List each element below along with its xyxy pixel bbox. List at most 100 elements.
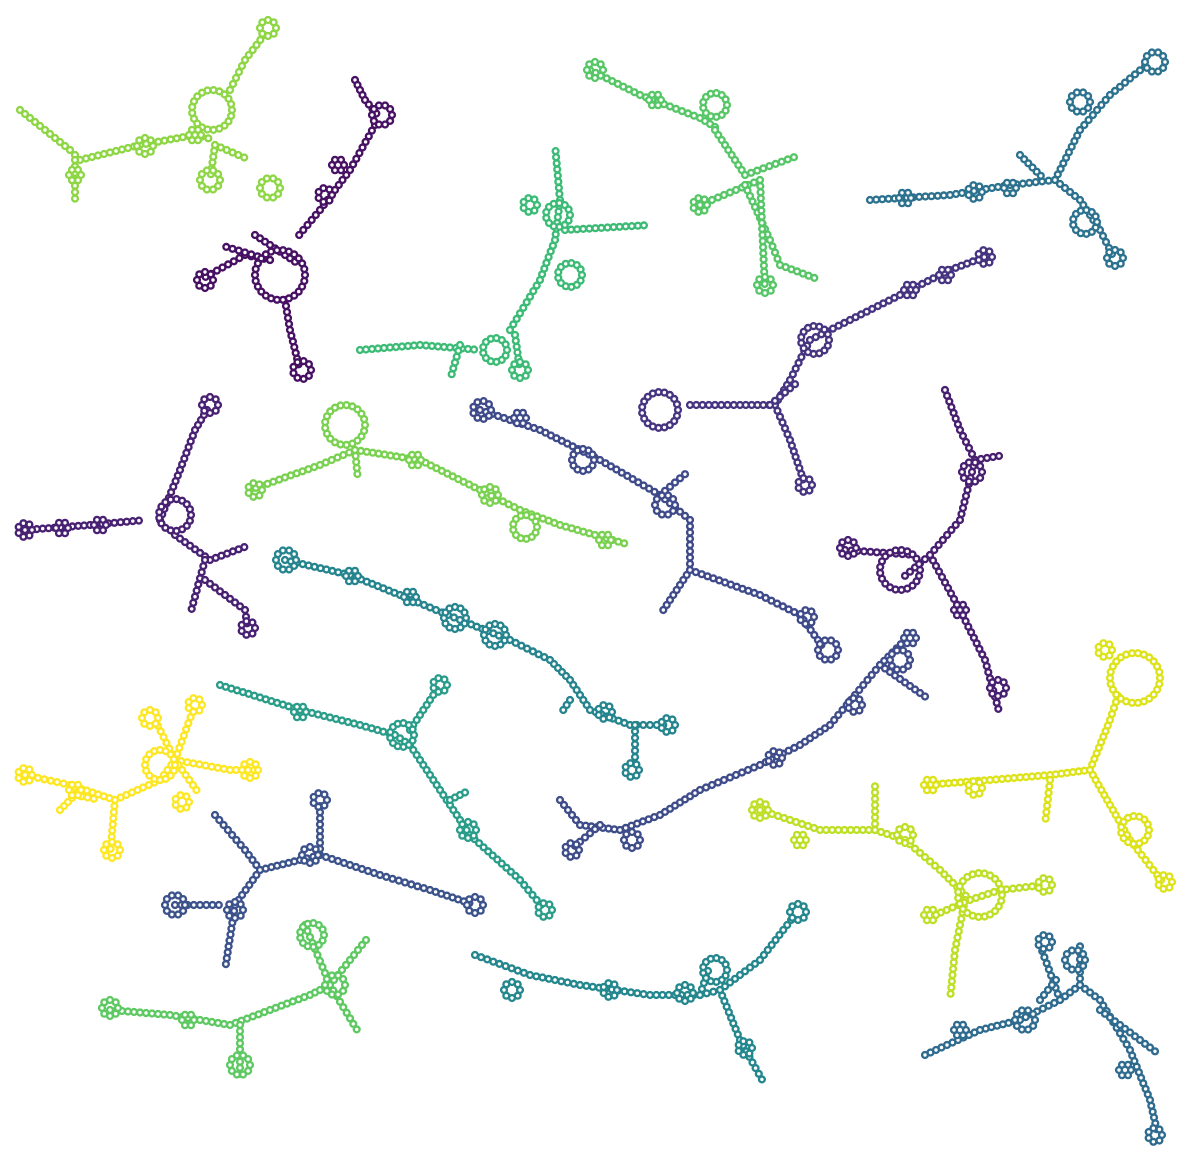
rna-structure-10-loop-nucleotide bbox=[914, 559, 924, 569]
rna-structure-2-loop-nucleotide bbox=[300, 264, 309, 274]
rna-structure-6-nucleotide bbox=[775, 392, 785, 401]
rna-structure-7-nucleotide bbox=[230, 598, 240, 607]
rna-structure-19-nucleotide bbox=[751, 1063, 760, 1073]
rna-structure-6-nucleotide bbox=[770, 396, 780, 405]
rna-structure-20-nucleotide bbox=[1060, 992, 1070, 1001]
rna-structure-20-nucleotide bbox=[1095, 1005, 1105, 1015]
rna-structure-7-nucleotide bbox=[180, 537, 190, 547]
rna-structure-2-loop-nucleotide bbox=[381, 120, 390, 129]
rna-structure-19-nucleotide bbox=[735, 970, 745, 980]
rna-structure-20-nucleotide bbox=[1120, 1024, 1130, 1033]
rna-structure-1-nucleotide bbox=[228, 79, 238, 89]
rna-structure-7-nucleotide bbox=[190, 545, 200, 554]
rna-structure-9-nucleotide bbox=[665, 482, 675, 491]
rna-structure-7-nucleotide bbox=[235, 602, 245, 611]
rna-structure-2-nucleotide bbox=[334, 180, 343, 190]
rna-structure-7-nucleotide bbox=[225, 594, 235, 603]
rna-structure-2-nucleotide bbox=[311, 210, 320, 220]
rna-structure-1-nucleotide bbox=[30, 117, 40, 127]
rna-structure-13-nucleotide bbox=[83, 793, 92, 802]
rna-structure-16-nucleotide bbox=[1145, 860, 1154, 870]
rna-structure-13-nucleotide bbox=[109, 808, 119, 817]
rna-structure-18-loop-nucleotide bbox=[327, 990, 337, 999]
rna-structure-1-loop-nucleotide bbox=[274, 189, 283, 199]
rna-structure-3-loop-nucleotide bbox=[521, 360, 530, 369]
rna-structure-2-loop-nucleotide bbox=[299, 374, 308, 384]
rna-structure-16-loop-nucleotide bbox=[1143, 820, 1152, 829]
rna-structure-11-loop-nucleotide bbox=[290, 549, 299, 559]
rna-structure-15-nucleotide bbox=[585, 829, 595, 838]
rna-structure-10-loop-nucleotide bbox=[964, 477, 974, 486]
rna-structure-14-nucleotide bbox=[208, 900, 217, 910]
rna-structure-10-nucleotide bbox=[942, 530, 952, 540]
rna-structure-12-loop-nucleotide bbox=[545, 900, 554, 909]
rna-structure-11-loop-nucleotide bbox=[668, 715, 677, 724]
rna-structure-12-loop-nucleotide bbox=[440, 675, 449, 684]
rna-structure-11-loop-nucleotide bbox=[278, 546, 288, 555]
rna-structure-7-nucleotide bbox=[210, 583, 220, 592]
rna-structure-3-nucleotide bbox=[525, 292, 535, 301]
rna-structure-19-nucleotide bbox=[575, 980, 585, 990]
rna-structure-15-loop-nucleotide bbox=[908, 628, 918, 637]
rna-structure-19-nucleotide bbox=[767, 940, 776, 950]
rna-structure-1-nucleotide bbox=[70, 194, 80, 203]
rna-structure-12 bbox=[215, 674, 557, 921]
rna-structure-1-nucleotide bbox=[70, 155, 80, 165]
rna-structure-1-loop-nucleotide bbox=[193, 125, 203, 134]
rna-structure-2-loop-nucleotide bbox=[386, 116, 395, 126]
rna-structure-13-nucleotide bbox=[110, 801, 119, 811]
rna-structure-10-nucleotide bbox=[967, 449, 977, 459]
rna-structure-9-nucleotide bbox=[806, 625, 815, 635]
rna-structure-1-nucleotide bbox=[20, 109, 30, 119]
rna-structure-16-nucleotide bbox=[1044, 788, 1053, 798]
rna-structure-16-nucleotide bbox=[1045, 782, 1054, 791]
rna-structure-10-loop-nucleotide bbox=[999, 678, 1008, 687]
rna-structure-2-nucleotide bbox=[303, 220, 312, 230]
rna-structure-1-loop-nucleotide bbox=[262, 174, 272, 183]
rna-structure-5-nucleotide bbox=[1070, 191, 1080, 201]
rna-structure-18-nucleotide bbox=[339, 1003, 348, 1012]
rna-structure-13-nucleotide bbox=[195, 760, 204, 769]
rna-structure-13-nucleotide bbox=[213, 763, 222, 772]
rna-structure-12-nucleotide bbox=[460, 788, 470, 797]
rna-structure-2-nucleotide bbox=[247, 250, 256, 259]
rna-structure-14-nucleotide bbox=[221, 959, 231, 969]
rna-structure-5-nucleotide bbox=[878, 195, 887, 204]
rna-structure-5-nucleotide bbox=[1075, 125, 1085, 135]
rna-structure-15-loop-nucleotide bbox=[892, 646, 902, 655]
rna-structure-3-nucleotide bbox=[553, 171, 562, 180]
rna-structure-17-nucleotide bbox=[1015, 883, 1024, 893]
rna-structure-19-nucleotide bbox=[771, 935, 780, 945]
rna-structure-10-nucleotide bbox=[947, 525, 956, 535]
rna-structure-7-loop-nucleotide bbox=[60, 518, 70, 527]
rna-structure-14-nucleotide bbox=[210, 810, 220, 820]
rna-structure-9-loop-nucleotide bbox=[657, 491, 667, 500]
rna-structure-7 bbox=[14, 392, 260, 639]
rna-structure-9-nucleotide bbox=[810, 630, 819, 640]
rna-structure-3-nucleotide bbox=[553, 165, 562, 174]
rna-structure-9-loop-nucleotide bbox=[473, 413, 482, 422]
rna-structure-9-loop-nucleotide bbox=[826, 655, 836, 664]
rna-structure-16-loop-nucleotide bbox=[975, 778, 984, 787]
rna-structure-2-nucleotide bbox=[361, 137, 370, 147]
rna-structure-13-loop-nucleotide bbox=[195, 695, 204, 704]
rna-structure-15-nucleotide bbox=[896, 640, 905, 649]
rna-structure-17 bbox=[747, 782, 1057, 998]
rna-structure-18-loop-nucleotide bbox=[318, 925, 327, 934]
rna-structure-20-loop-nucleotide bbox=[1012, 1009, 1022, 1019]
rna-structure-11-loop-nucleotide bbox=[278, 565, 288, 574]
rna-structure-14-nucleotide bbox=[419, 883, 428, 893]
rna-structure-17-nucleotide bbox=[840, 825, 849, 835]
rna-structure-1-nucleotide bbox=[15, 105, 25, 115]
rna-structure-8-loop-nucleotide bbox=[360, 415, 369, 424]
rna-structure-15-loop-nucleotide bbox=[898, 665, 908, 674]
rna-structure-19-nucleotide bbox=[775, 930, 784, 940]
rna-structure-17-nucleotide bbox=[955, 920, 965, 930]
rna-structure-19-loop-nucleotide bbox=[799, 902, 808, 911]
rna-structure-1-loop-nucleotide bbox=[202, 185, 212, 194]
rna-structure-1-nucleotide bbox=[70, 188, 80, 197]
rna-structure-10-loop-nucleotide bbox=[849, 538, 858, 547]
rna-structure-20-nucleotide bbox=[1047, 980, 1057, 990]
rna-structure-17-nucleotide bbox=[870, 794, 880, 803]
rna-structure-5-nucleotide bbox=[865, 195, 875, 205]
